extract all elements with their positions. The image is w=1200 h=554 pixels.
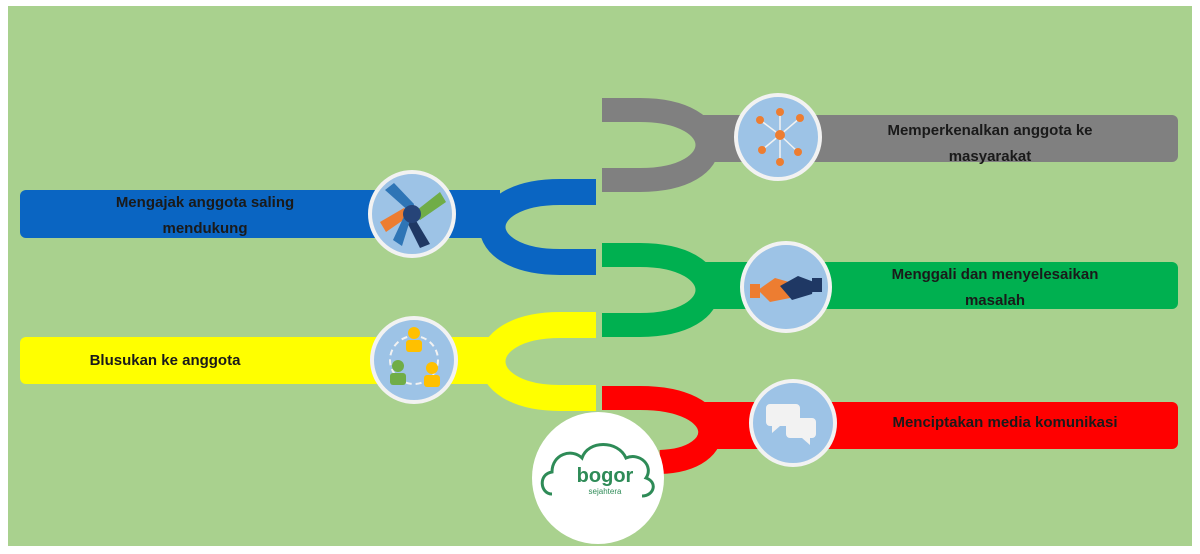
label-menggali-line1: Menggali dan menyelesaikan — [891, 266, 1099, 283]
label-mengajak-line1: Mengajak anggota saling — [115, 194, 295, 211]
handshake-icon — [740, 241, 832, 333]
logo-subtext: sejahtera — [560, 487, 650, 496]
label-blusukan-line1: Blusukan ke anggota — [89, 352, 241, 369]
label-blusukan: Blusukan ke anggota — [40, 348, 290, 374]
label-mengajak-line2: mendukung — [162, 220, 248, 237]
hands-together-icon — [368, 170, 456, 258]
logo-name: bogor — [576, 465, 634, 487]
branch-menggali — [602, 243, 1178, 337]
network-icon — [734, 93, 822, 181]
label-memperkenalkan: Memperkenalkan anggota ke masyarakat — [830, 118, 1150, 170]
label-mengajak: Mengajak anggota saling mendukung — [40, 190, 370, 242]
branch-mengajak — [20, 179, 596, 275]
label-menggali: Menggali dan menyelesaikan masalah — [840, 262, 1150, 314]
label-memperkenalkan-line1: Memperkenalkan anggota ke — [887, 122, 1093, 139]
people-connect-icon — [370, 316, 458, 404]
label-menciptakan-line1: Menciptakan media komunikasi — [892, 414, 1118, 431]
branch-blusukan — [20, 312, 596, 411]
label-menggali-line2: masalah — [964, 292, 1026, 309]
logo-badge — [532, 412, 664, 544]
label-menciptakan: Menciptakan media komunikasi — [840, 410, 1170, 436]
label-memperkenalkan-line2: masyarakat — [948, 148, 1032, 165]
logo-sub: sejahtera — [588, 487, 622, 496]
logo-text: bogor — [560, 466, 650, 486]
chat-bubbles-icon — [749, 379, 837, 467]
